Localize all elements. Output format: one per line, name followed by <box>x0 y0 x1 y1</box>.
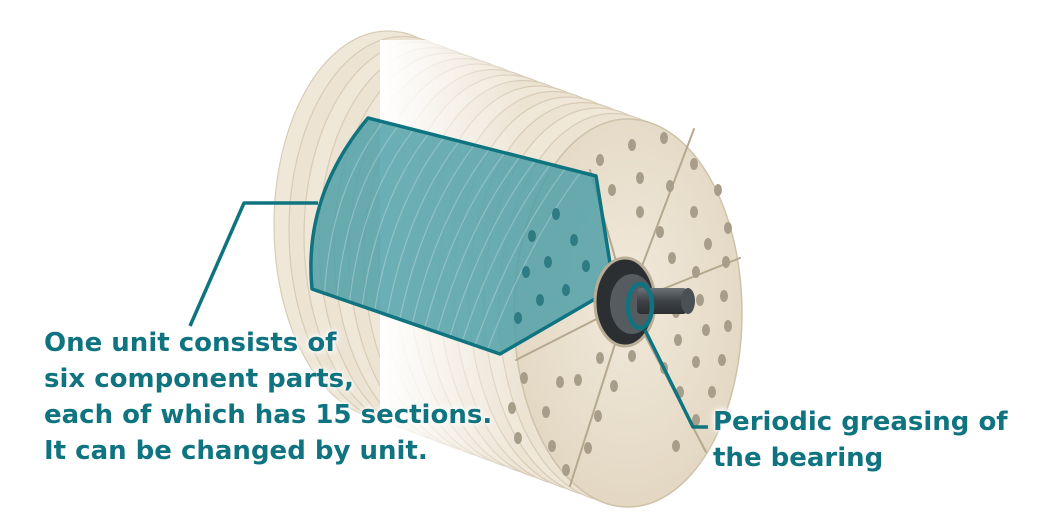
mounting-hole <box>702 324 710 336</box>
mounting-hole <box>520 372 528 384</box>
mounting-hole <box>584 442 592 454</box>
mounting-hole <box>656 226 664 238</box>
mounting-hole <box>720 290 728 302</box>
mounting-hole <box>722 256 730 268</box>
unit-section-line <box>336 125 399 298</box>
unit-mounting-hole <box>514 312 522 324</box>
mounting-hole <box>636 206 644 218</box>
mounting-hole <box>574 374 582 386</box>
mounting-hole <box>692 266 700 278</box>
unit-mounting-hole <box>544 256 552 268</box>
mounting-hole <box>514 432 522 444</box>
mounting-hole <box>724 222 732 234</box>
unit-mounting-hole <box>522 266 530 278</box>
mounting-hole <box>628 350 636 362</box>
unit-description-line-4: It can be changed by unit. <box>44 436 428 466</box>
mounting-hole <box>594 410 602 422</box>
mounting-hole <box>548 440 556 452</box>
shaft <box>637 288 687 314</box>
unit-section-line <box>386 140 460 316</box>
mounting-hole <box>674 334 682 346</box>
mounting-hole <box>596 154 604 166</box>
unit-mounting-hole <box>528 230 536 242</box>
unit-mounting-hole <box>570 234 578 246</box>
unit-section-line <box>411 148 491 324</box>
mounting-hole <box>690 206 698 218</box>
mounting-hole <box>718 354 726 366</box>
unit-mounting-hole <box>536 294 544 306</box>
unit-section-line <box>436 156 521 333</box>
mounting-hole <box>708 386 716 398</box>
unit-section-line <box>449 160 536 337</box>
unit-section-line <box>399 144 475 320</box>
mounting-hole <box>508 402 516 414</box>
unit-section-line <box>474 167 567 346</box>
mounting-hole <box>704 238 712 250</box>
bearing-hub <box>593 256 695 348</box>
mounting-hole <box>724 320 732 332</box>
unit-section-line <box>461 164 551 342</box>
unit-description-line-2: six component parts, <box>44 364 354 394</box>
mounting-hole <box>562 464 570 476</box>
shaft-end <box>681 288 695 314</box>
unit-description-line-3: each of which has 15 sections. <box>44 400 493 430</box>
unit-mounting-holes <box>514 208 590 324</box>
highlighted-unit <box>309 116 616 356</box>
unit-section-line <box>323 121 384 294</box>
mounting-hole <box>714 184 722 196</box>
mounting-hole <box>608 184 616 196</box>
mounting-hole <box>692 356 700 368</box>
mounting-hole <box>668 252 676 264</box>
mounting-hole <box>692 414 700 426</box>
unit-section-line <box>424 152 506 329</box>
unit-section-line <box>349 129 415 303</box>
unit-section-line <box>361 133 430 307</box>
unit-section-line <box>374 136 445 311</box>
unit-leader-line <box>188 201 318 327</box>
unit-section-lines <box>323 121 582 350</box>
bearing-leader-line <box>643 329 708 429</box>
unit-mounting-hole <box>562 284 570 296</box>
mounting-hole <box>690 158 698 170</box>
mounting-hole <box>660 132 668 144</box>
mounting-hole <box>636 172 644 184</box>
unit-description-line-1: One unit consists of <box>44 328 337 358</box>
bearing-greasing-line-1: Periodic greasing of <box>713 407 1008 437</box>
mounting-hole <box>610 380 618 392</box>
unit-mounting-hole <box>582 260 590 272</box>
mounting-hole <box>556 376 564 388</box>
mounting-hole <box>628 139 636 151</box>
bearing-greasing-callout: Periodic greasing of the bearing <box>713 404 1008 476</box>
mounting-hole <box>596 352 604 364</box>
unit-section-line <box>486 171 582 350</box>
bearing-greasing-line-2: the bearing <box>713 443 884 473</box>
mounting-hole <box>666 180 674 192</box>
unit-mounting-hole <box>552 208 560 220</box>
mounting-hole <box>542 406 550 418</box>
mounting-hole <box>696 294 704 306</box>
mounting-holes <box>508 132 732 476</box>
mounting-hole <box>672 440 680 452</box>
unit-description-callout: One unit consists of six component parts… <box>44 325 492 469</box>
bearing-ring <box>625 281 655 331</box>
